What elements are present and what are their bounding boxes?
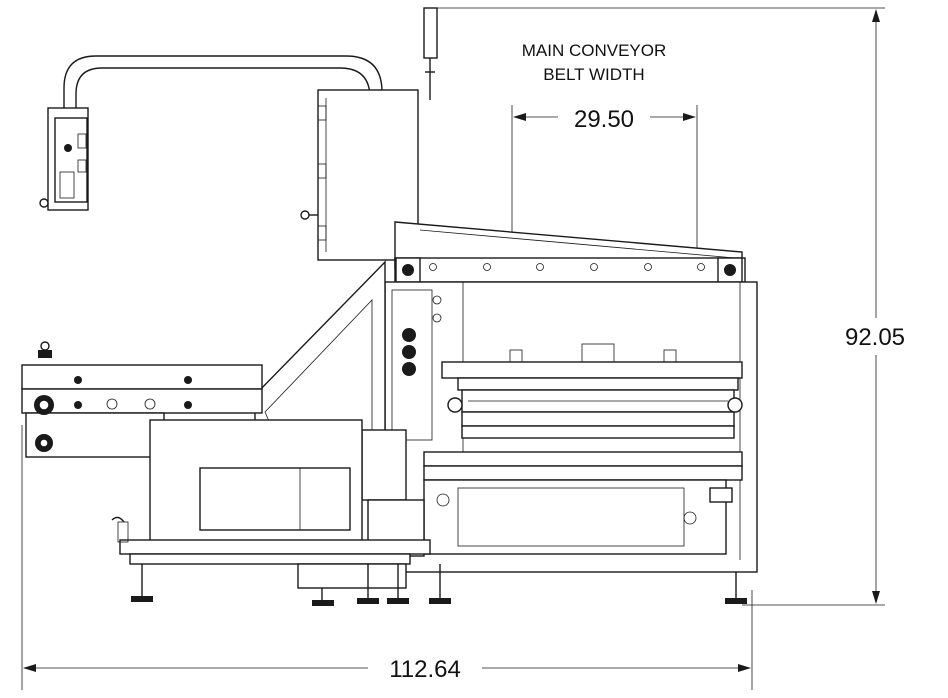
belt-width-dimension-label: 29.50 <box>574 106 634 133</box>
machine-outline <box>21 7 758 606</box>
height-dimension-label: 92.05 <box>845 324 905 351</box>
belt-width-caption-line1: MAIN CONVEYOR <box>522 41 667 60</box>
belt-width-caption-line2: BELT WIDTH <box>543 65 644 84</box>
width-dimension-label: 112.64 <box>389 656 461 683</box>
leveling-feet <box>131 564 747 606</box>
height-dimension: 92.05 <box>432 7 905 606</box>
width-dimension: 112.64 <box>21 425 753 690</box>
